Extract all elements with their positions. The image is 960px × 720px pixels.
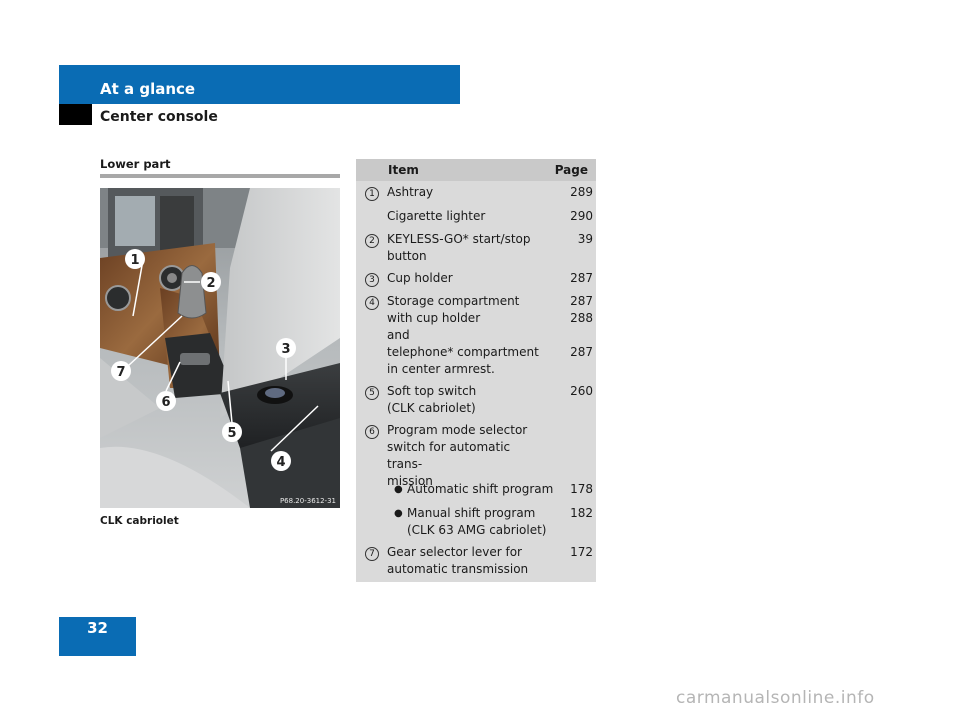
page-number: 32 <box>87 619 108 637</box>
page-ref: 182 <box>570 506 593 520</box>
callout-3-label: 3 <box>281 342 290 357</box>
item-text: Ashtray <box>387 185 434 199</box>
item-table: Item Page 1 Ashtray 289 Cigarette lighte… <box>356 159 596 582</box>
item-text: Automatic shift program <box>407 482 554 496</box>
photo-caption: CLK cabriolet <box>100 515 179 527</box>
item-number: 3 <box>365 273 379 287</box>
page-ref: 39 <box>577 232 593 246</box>
callout-7-label: 7 <box>116 365 125 380</box>
callout-4-label: 4 <box>276 455 285 470</box>
callout-7: 7 <box>111 361 131 381</box>
page-ref: 178 <box>570 482 593 496</box>
callout-2: 2 <box>201 272 221 292</box>
watermark: carmanualsonline.info <box>676 688 875 708</box>
callout-3: 3 <box>276 338 296 358</box>
bullet-icon: ● <box>394 484 403 495</box>
page-ref: 172 <box>570 545 593 559</box>
item-number: 1 <box>365 187 379 201</box>
page-ref: 289 <box>570 185 593 199</box>
image-code: P68.20-3612-31 <box>280 497 336 505</box>
page-ref: 260 <box>570 384 593 398</box>
header-subtitle: Center console <box>100 109 218 125</box>
section-rule <box>100 174 340 178</box>
item-number: 2 <box>365 234 379 248</box>
callout-2-label: 2 <box>206 276 215 291</box>
item-number: 4 <box>365 296 379 310</box>
item-text: Soft top switch(CLK cabriolet) <box>387 384 477 415</box>
callout-1-label: 1 <box>130 253 139 268</box>
page-ref: 287 <box>570 271 593 285</box>
callout-5: 5 <box>222 422 242 442</box>
table-header: Item Page <box>356 159 596 181</box>
column-header-item: Item <box>388 163 419 177</box>
console-photo: 1 2 3 4 5 6 7 P68.20-3612-31 <box>100 188 340 508</box>
column-header-page: Page <box>554 163 588 177</box>
header-bar <box>59 65 460 104</box>
item-number: 5 <box>365 386 379 400</box>
callout-4: 4 <box>271 451 291 471</box>
callout-5-label: 5 <box>227 426 236 441</box>
callout-1: 1 <box>125 249 145 269</box>
bullet-icon: ● <box>394 508 403 519</box>
callout-6: 6 <box>156 391 176 411</box>
item-number: 6 <box>365 425 379 439</box>
item-text: Cigarette lighter <box>387 209 486 223</box>
header-title: At a glance <box>100 80 196 98</box>
header-marker <box>59 104 92 125</box>
callout-6-label: 6 <box>161 395 170 410</box>
item-text: Manual shift program(CLK 63 AMG cabriole… <box>407 506 547 537</box>
page-ref: 290 <box>570 209 593 223</box>
item-number: 7 <box>365 547 379 561</box>
page-number-box <box>59 617 136 656</box>
item-text: Cup holder <box>387 271 453 285</box>
section-label: Lower part <box>100 157 171 171</box>
